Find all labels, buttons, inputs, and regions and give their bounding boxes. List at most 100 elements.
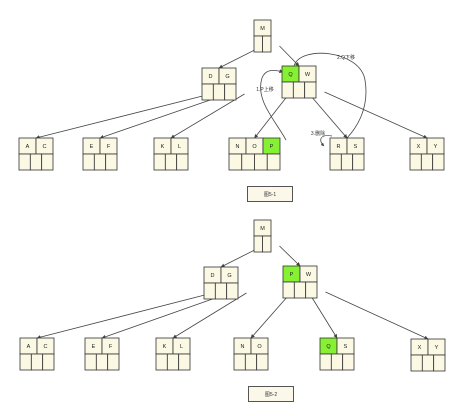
key-label: Q	[326, 344, 331, 350]
pointer-cell	[409, 153, 422, 171]
pointer-cell	[214, 282, 228, 300]
pointer-cell	[164, 153, 178, 171]
edge-d1-dg-to-d1-kl	[170, 93, 245, 139]
pointer-cell	[304, 81, 317, 99]
pointer-cell	[155, 353, 168, 371]
pointer-cell	[256, 353, 269, 371]
pointer-cell	[352, 153, 365, 171]
pointer-cell	[329, 153, 342, 171]
key-label: K	[161, 144, 165, 150]
key-label: C	[43, 144, 47, 150]
key-label: N	[236, 144, 240, 150]
pointer-cell	[30, 353, 44, 371]
key-label: Y	[434, 144, 438, 150]
key-label: K	[163, 344, 167, 350]
key-label: M	[260, 26, 265, 32]
key-label: Q	[288, 72, 293, 78]
pointer-cell	[254, 153, 268, 171]
figure-caption-1: 图5-1	[247, 186, 293, 202]
key-label: R	[337, 144, 341, 150]
annotation-arrows	[260, 52, 367, 147]
edge-d1-root-to-d1-qw	[279, 45, 300, 67]
annotation-step-p-up: 1.P上移	[256, 86, 274, 93]
pointer-cell	[166, 353, 180, 371]
arrow-delete	[320, 135, 333, 147]
key-label: A	[26, 144, 30, 150]
key-label: L	[180, 344, 183, 350]
pointer-cell	[253, 35, 263, 53]
pointer-cell	[176, 153, 189, 171]
key-label: W	[305, 72, 311, 78]
arrow-q-down	[293, 52, 367, 141]
pointer-cell	[330, 353, 344, 371]
edge-d1-qw-to-d1-rs	[307, 91, 348, 139]
key-label: M	[260, 226, 265, 232]
pointer-cell	[178, 353, 191, 371]
key-label: G	[227, 273, 231, 279]
pointer-cell	[29, 153, 43, 171]
edge-d1-dg-to-d1-ef	[99, 93, 228, 139]
key-label: X	[417, 144, 421, 150]
pointer-cell	[18, 153, 31, 171]
edge-d1-qw-to-d1-nop	[254, 91, 291, 139]
tree-edges	[35, 45, 429, 340]
pointer-cell	[433, 354, 446, 372]
pointer-cell	[201, 83, 214, 101]
pointer-cell	[82, 153, 95, 171]
edge-d2-pw-to-d2-no	[250, 291, 292, 339]
key-label: D	[209, 74, 213, 80]
edge-d1-qw-to-d1-xy	[324, 91, 428, 139]
edge-d2-dg-to-d2-ef	[101, 292, 230, 339]
pointer-cell	[105, 153, 118, 171]
pointer-cell	[95, 353, 109, 371]
edge-d2-dg-to-d2-kl	[172, 292, 247, 339]
key-label: F	[109, 344, 113, 350]
key-label: L	[178, 144, 181, 150]
pointer-cell	[226, 282, 239, 300]
edge-d2-pw-to-d2-xy	[325, 291, 429, 340]
node-d1-root: M	[253, 19, 272, 53]
key-label: N	[241, 344, 245, 350]
key-label: G	[225, 74, 229, 80]
pointer-cell	[293, 281, 307, 299]
pointer-cell	[319, 353, 332, 371]
key-label: W	[306, 272, 312, 278]
key-label: X	[418, 345, 422, 351]
key-label: O	[252, 144, 257, 150]
pointer-cell	[212, 83, 226, 101]
pointer-cell	[107, 353, 120, 371]
key-label: E	[90, 144, 94, 150]
pointer-cell	[421, 354, 435, 372]
pointer-cell	[292, 81, 306, 99]
arrow-p-up	[260, 69, 287, 141]
pointer-cell	[93, 153, 107, 171]
pointer-cell	[282, 281, 295, 299]
key-label: S	[354, 144, 358, 150]
pointer-cell	[41, 153, 54, 171]
pointer-cell	[262, 35, 272, 53]
annotation-step-delete: 3.删除	[311, 130, 325, 137]
pointer-cell	[281, 81, 294, 99]
key-label: Y	[435, 345, 439, 351]
key-label: O	[257, 344, 262, 350]
pointer-cell	[224, 83, 237, 101]
pointer-cell	[266, 153, 281, 171]
pointer-cell	[203, 282, 216, 300]
key-label: F	[107, 144, 111, 150]
edge-d1-dg-to-d1-ac	[35, 93, 211, 140]
pointer-cell	[432, 153, 445, 171]
